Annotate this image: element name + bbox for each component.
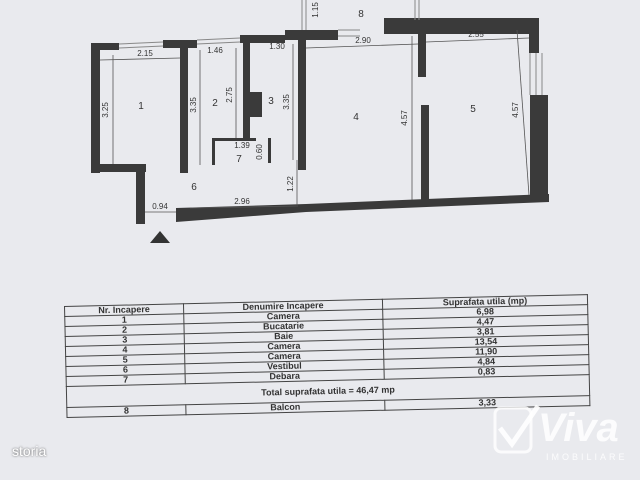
walls [91,18,549,224]
windows [118,0,543,95]
dim-r1-height: 3.25 [101,102,110,118]
watermark-sub: IMOBILIARE [546,452,628,462]
dim-r5-width: 2.55 [468,30,484,39]
room-number-1: 1 [138,101,144,112]
checkmark-logo-icon [493,404,541,454]
dim-r4-height: 4.57 [400,110,409,126]
dim-r6-height: 1.22 [286,176,295,192]
dim-r2-height: 3.35 [189,97,198,113]
dim-r2-height-2: 2.75 [225,87,234,103]
room-number-8: 8 [358,9,364,20]
dim-r5-height: 4.57 [511,102,520,118]
room-number-6: 6 [191,182,197,193]
dimension-lines [99,29,530,213]
room-number-5: 5 [470,104,476,115]
dim-r7-width: 1.39 [234,141,250,150]
dim-door: 0.94 [152,202,168,211]
dim-r3-height: 3.35 [282,94,291,110]
watermark-logo: Viva [538,406,619,450]
floor-plan: 1 2 3 4 5 6 7 8 2.15 3.25 1.46 3.35 2.75… [91,0,549,243]
room-number-3: 3 [268,96,274,107]
entrance-arrow-icon [150,231,170,243]
dim-r1-width: 2.15 [137,49,153,58]
dim-r7-height: 0.60 [255,144,264,160]
dim-r2-width: 1.46 [207,46,223,55]
source-label: storia [12,443,47,459]
watermark: Viva IMOBILIARE [492,400,625,465]
room-number-4: 4 [353,112,359,123]
dim-r4-width: 2.90 [355,36,371,45]
row-nr: 8 [66,404,186,418]
dim-r8-height: 1.15 [311,2,320,18]
room-number-7: 7 [236,154,242,165]
room-number-2: 2 [212,98,218,109]
dim-r3-width: 1.30 [269,42,285,51]
dim-r6-width: 2.96 [234,197,250,206]
